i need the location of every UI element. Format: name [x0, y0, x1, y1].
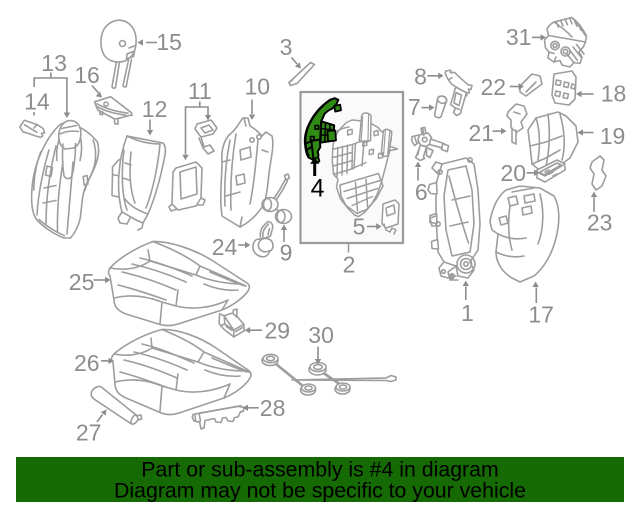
svg-text:16: 16 — [74, 62, 100, 88]
svg-text:21: 21 — [469, 120, 495, 146]
svg-text:28: 28 — [260, 395, 286, 421]
svg-text:18: 18 — [601, 81, 627, 107]
svg-text:20: 20 — [501, 160, 527, 186]
svg-text:17: 17 — [528, 301, 554, 327]
svg-text:10: 10 — [245, 74, 271, 100]
svg-text:6: 6 — [415, 179, 428, 205]
svg-text:25: 25 — [69, 269, 95, 295]
svg-text:Part or sub-assembly is #4 in: Part or sub-assembly is #4 in diagram — [141, 458, 498, 482]
svg-text:31: 31 — [506, 24, 532, 50]
svg-text:5: 5 — [353, 214, 366, 240]
svg-text:19: 19 — [600, 123, 626, 149]
svg-text:4: 4 — [311, 175, 325, 203]
svg-text:7: 7 — [408, 94, 421, 120]
svg-text:14: 14 — [24, 88, 50, 114]
svg-text:22: 22 — [481, 74, 507, 100]
svg-text:13: 13 — [41, 50, 67, 76]
svg-text:11: 11 — [188, 78, 212, 104]
svg-text:Diagram may not be specific to: Diagram may not be specific to your vehi… — [114, 479, 526, 503]
svg-text:3: 3 — [280, 34, 293, 60]
svg-text:27: 27 — [76, 420, 102, 446]
svg-text:29: 29 — [265, 318, 291, 344]
svg-text:9: 9 — [280, 240, 293, 266]
svg-text:30: 30 — [308, 322, 334, 348]
svg-text:23: 23 — [587, 210, 613, 236]
svg-text:8: 8 — [414, 63, 427, 89]
svg-text:1: 1 — [461, 300, 474, 326]
svg-text:24: 24 — [212, 234, 238, 260]
svg-text:26: 26 — [74, 350, 100, 376]
svg-text:12: 12 — [142, 96, 168, 122]
svg-text:2: 2 — [343, 252, 356, 278]
svg-text:15: 15 — [156, 29, 182, 55]
